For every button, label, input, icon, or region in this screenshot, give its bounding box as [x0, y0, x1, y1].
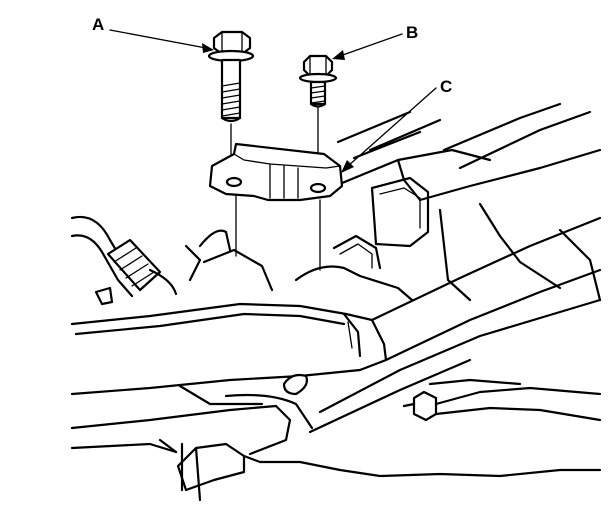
bolt-a [207, 30, 255, 123]
body-structure [328, 102, 602, 302]
leader-a [109, 29, 214, 53]
mount-body [184, 229, 414, 302]
crossmember [70, 216, 602, 456]
leader-b [332, 33, 403, 60]
label-b: B [406, 23, 418, 42]
label-c: C [440, 77, 452, 96]
mount-bracket-c [208, 142, 344, 202]
hose-connector [70, 215, 178, 306]
leader-c [341, 87, 437, 173]
lower-clamp [70, 438, 602, 502]
bolt-b [298, 54, 338, 108]
label-a: A [92, 15, 104, 34]
lower-bolt [402, 378, 602, 422]
